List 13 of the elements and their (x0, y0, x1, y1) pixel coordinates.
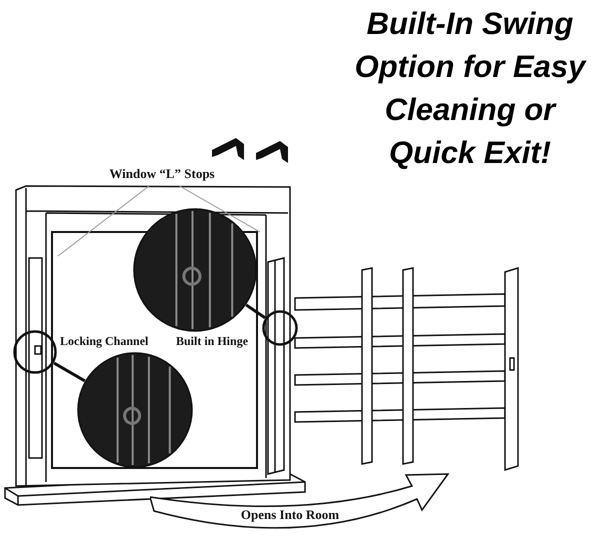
leader-line (179, 186, 260, 232)
leader-line (53, 362, 86, 382)
leader-line (245, 304, 266, 320)
channel-closeup-picture (77, 352, 193, 468)
hinge-closeup-picture (133, 208, 257, 332)
headline: Built-In Swing Option for Easy Cleaning or Quick Exit! (354, 5, 588, 172)
highlight-circle (13, 330, 57, 374)
arrow-label: Opens Into Room (240, 507, 340, 523)
part-label: Locking Channel (60, 334, 148, 349)
highlight-circle (262, 310, 298, 346)
leader-line (58, 186, 150, 256)
callout-label: Window “L” Stops (108, 166, 216, 182)
part-label: Built in Hinge (176, 334, 248, 349)
